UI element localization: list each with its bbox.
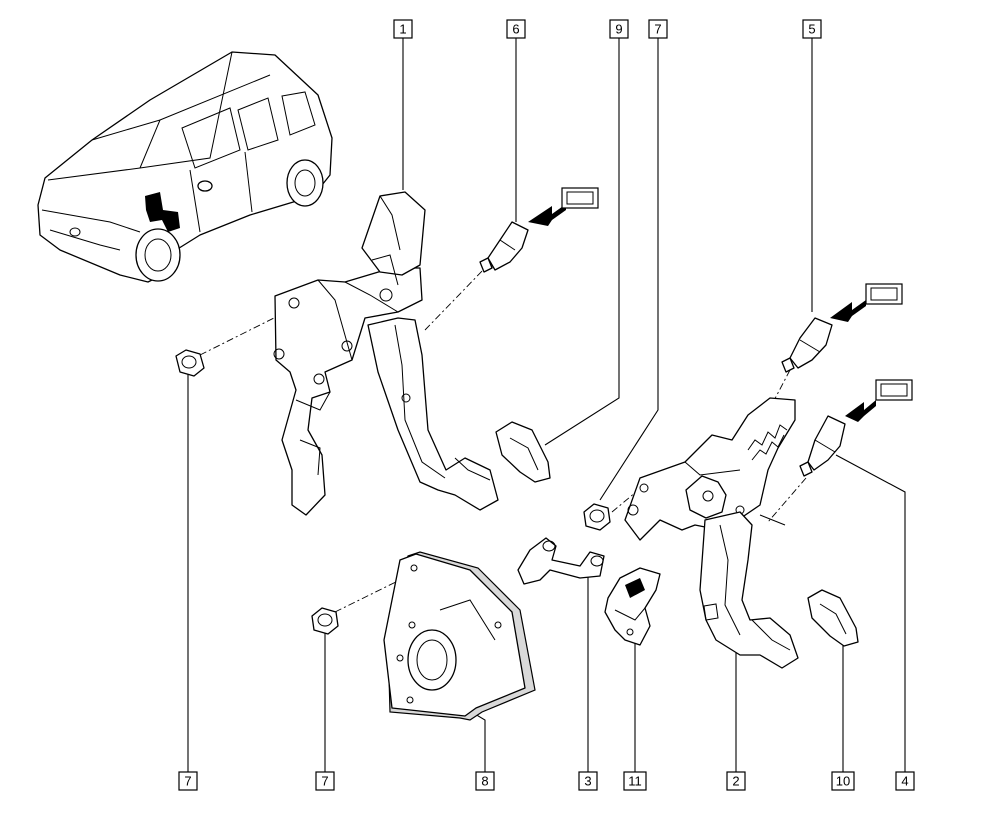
callout-6: 6	[506, 19, 526, 39]
callout-9: 9	[609, 19, 629, 39]
callout-labels: 1 6 9 7 5 7 7 8	[178, 19, 915, 791]
callout-4: 4	[895, 771, 915, 791]
car-location-icon	[37, 51, 333, 283]
svg-text:10: 10	[836, 774, 850, 789]
pedal-pad-part-10	[807, 589, 859, 647]
marker-boxes	[528, 187, 913, 422]
svg-text:7: 7	[184, 774, 191, 789]
svg-text:2: 2	[732, 774, 739, 789]
svg-text:7: 7	[321, 774, 328, 789]
boot-part-8	[383, 551, 536, 721]
callout-5: 5	[802, 19, 822, 39]
callout-3: 3	[578, 771, 598, 791]
leader-lines	[187, 38, 906, 772]
switch-part-6	[479, 221, 529, 273]
svg-text:9: 9	[615, 22, 622, 37]
switch-part-4	[799, 415, 846, 477]
nut-part-7-left	[175, 349, 205, 377]
callout-11: 11	[623, 771, 647, 791]
svg-text:7: 7	[654, 22, 661, 37]
callout-7-bottom-left: 7	[178, 771, 198, 791]
clip-part-3	[517, 537, 605, 585]
svg-text:11: 11	[628, 774, 642, 789]
bracket-part-11	[604, 567, 661, 646]
svg-text:3: 3	[584, 774, 591, 789]
callout-2: 2	[726, 771, 746, 791]
switch-part-5	[781, 317, 833, 373]
callout-10: 10	[831, 771, 855, 791]
svg-text:5: 5	[808, 22, 815, 37]
nut-part-7-lower	[311, 607, 339, 635]
svg-text:1: 1	[399, 22, 406, 37]
svg-text:8: 8	[481, 774, 488, 789]
svg-text:4: 4	[901, 774, 908, 789]
callout-7-bottom: 7	[315, 771, 335, 791]
brake-pedal-assembly	[624, 397, 799, 669]
pedal-bracket-assembly	[273, 191, 499, 516]
svg-text:6: 6	[512, 22, 519, 37]
callout-1: 1	[393, 19, 413, 39]
pedal-pad-part-9	[495, 421, 551, 483]
callout-7-top: 7	[648, 19, 668, 39]
nut-part-7-right	[583, 503, 611, 531]
callout-8: 8	[475, 771, 495, 791]
